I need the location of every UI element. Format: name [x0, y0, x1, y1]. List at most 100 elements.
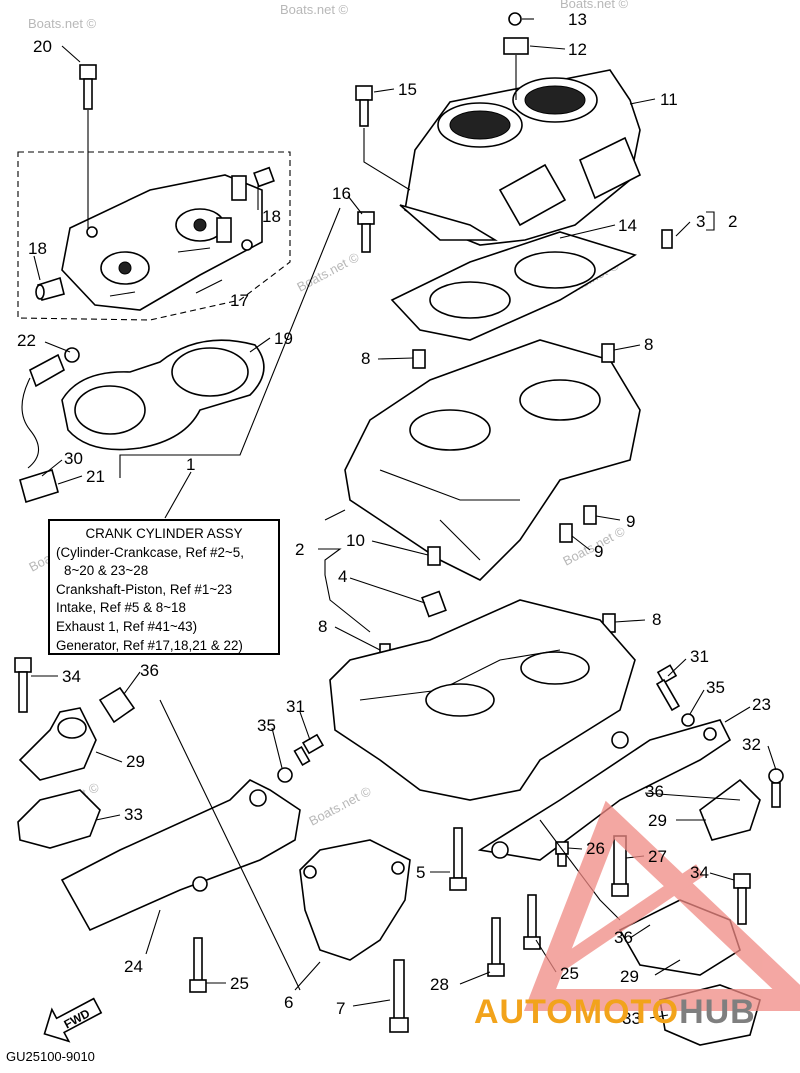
head-gasket-19 [61, 339, 265, 451]
dowel-8a [412, 349, 426, 369]
note-line: Exhaust 1, Ref #41~43) [56, 618, 198, 634]
callout-34-left: 34 [62, 667, 81, 686]
callout-25-left: 25 [230, 974, 249, 993]
brand-part-2: HUB [679, 993, 756, 1031]
dowel-9b [559, 523, 573, 543]
callout-1: 1 [186, 455, 195, 474]
callouts: 20 13 12 15 11 16 3 2 14 18 18 17 22 19 … [17, 10, 771, 1028]
note-line: Intake, Ref #5 & 8~18 [56, 600, 186, 616]
callout-18-top: 18 [262, 207, 281, 226]
callout-19: 19 [274, 329, 293, 348]
sensor-18-top [253, 166, 275, 188]
washer-35-right [681, 713, 695, 727]
bolt-5 [449, 827, 467, 891]
callout-9-a: 9 [626, 512, 635, 531]
watermark-3: Boats.net © [560, 0, 629, 11]
callout-6: 6 [284, 993, 293, 1012]
bolt-34-left [14, 657, 32, 713]
callout-17: 17 [230, 291, 249, 310]
note-line: Crankshaft-Piston, Ref #1~23 [56, 581, 233, 597]
callout-3: 3 [696, 212, 705, 231]
callout-32: 32 [742, 735, 761, 754]
callout-31-right: 31 [690, 647, 709, 666]
watermark-9: Boats.net © [306, 783, 374, 828]
callout-29-lower: 29 [620, 967, 639, 986]
callout-28: 28 [430, 975, 449, 994]
base-gasket-14 [390, 231, 637, 341]
dowel-9a [583, 505, 597, 525]
bolt-31-right [655, 664, 681, 712]
callout-35-left: 35 [257, 716, 276, 735]
callout-18-left: 18 [28, 239, 47, 258]
callout-35-right: 35 [706, 678, 725, 697]
callout-29-right: 29 [648, 811, 667, 830]
callout-21: 21 [86, 467, 105, 486]
cylinder-head [61, 174, 263, 311]
leader-lines [31, 18, 777, 1019]
callout-27: 27 [648, 847, 667, 866]
bushing-4 [421, 590, 447, 618]
shim-36-left [98, 686, 136, 724]
fitting-18-left [35, 276, 65, 301]
water-hose [19, 347, 80, 504]
bolt-31-left [293, 733, 325, 767]
callout-8-b: 8 [644, 335, 653, 354]
bolt-13-fitting-12 [503, 12, 529, 100]
engine-mount-6 [299, 839, 411, 961]
bolt-25-left [189, 937, 207, 993]
brand-logo: AUTOMOTOHUB [474, 993, 756, 1032]
note-title: CRANK CYLINDER ASSY [85, 526, 243, 541]
callout-2-top: 2 [728, 212, 737, 231]
callout-8-a: 8 [361, 349, 370, 368]
callout-11: 11 [660, 90, 678, 109]
engine-mount-29-right-upper [699, 778, 761, 841]
bolt-34-right [733, 873, 751, 925]
callout-8-d: 8 [652, 610, 661, 629]
watermark-2: Boats.net © [280, 2, 349, 17]
washer-35-left [277, 767, 293, 783]
callout-8-c: 8 [318, 617, 327, 636]
callout-15: 15 [398, 80, 417, 99]
callout-2-mid: 2 [295, 540, 304, 559]
brand-part-1: AUTOMOTO [474, 993, 680, 1031]
callout-14: 14 [618, 216, 637, 235]
bolt-15 [355, 85, 411, 191]
callout-36-right: 36 [614, 928, 633, 947]
callout-20: 20 [33, 37, 52, 56]
callout-9-b: 9 [594, 542, 603, 561]
callout-36-left: 36 [140, 661, 159, 680]
crankcase-lower [329, 599, 636, 801]
callout-33-right: 33 [622, 1009, 641, 1028]
bolt-3 [661, 229, 673, 249]
engine-mount-29-left [18, 707, 97, 781]
callout-36-mid: 36 [645, 782, 664, 801]
bolt-7 [389, 959, 409, 1033]
note-line: Generator, Ref #17,18,21 & 22) [56, 637, 243, 653]
callout-25-right: 25 [560, 964, 579, 983]
callout-34-right: 34 [690, 863, 709, 882]
bolt-20 [79, 64, 97, 228]
watermark-4: Boats.net © [294, 249, 362, 294]
bolt-32 [768, 768, 784, 808]
assembly-note-box: CRANK CYLINDER ASSY (Cylinder-Crankcase,… [48, 519, 280, 655]
mount-plate-23 [477, 719, 732, 861]
callout-22: 22 [17, 331, 36, 350]
callout-7: 7 [336, 999, 345, 1018]
pin-10 [427, 546, 441, 566]
watermark-1: Boats.net © [28, 16, 97, 31]
callout-10: 10 [346, 531, 365, 550]
diagram-code: GU25100-9010 [6, 1049, 95, 1064]
mount-plate-24 [60, 779, 301, 932]
callout-5: 5 [416, 863, 425, 882]
head-group-dashed-box [17, 151, 291, 321]
cylinder-block [399, 69, 642, 246]
callout-4: 4 [338, 567, 347, 586]
callout-26: 26 [586, 839, 605, 858]
mount-base-33-left [17, 789, 101, 849]
note-line: (Cylinder-Crankcase, Ref #2~5, [56, 544, 244, 560]
callout-33-left: 33 [124, 805, 143, 824]
callout-24: 24 [124, 957, 143, 976]
callout-29-left: 29 [126, 752, 145, 771]
fwd-arrow: FWD [43, 997, 103, 1043]
logo-triangle-icon [523, 800, 800, 1011]
